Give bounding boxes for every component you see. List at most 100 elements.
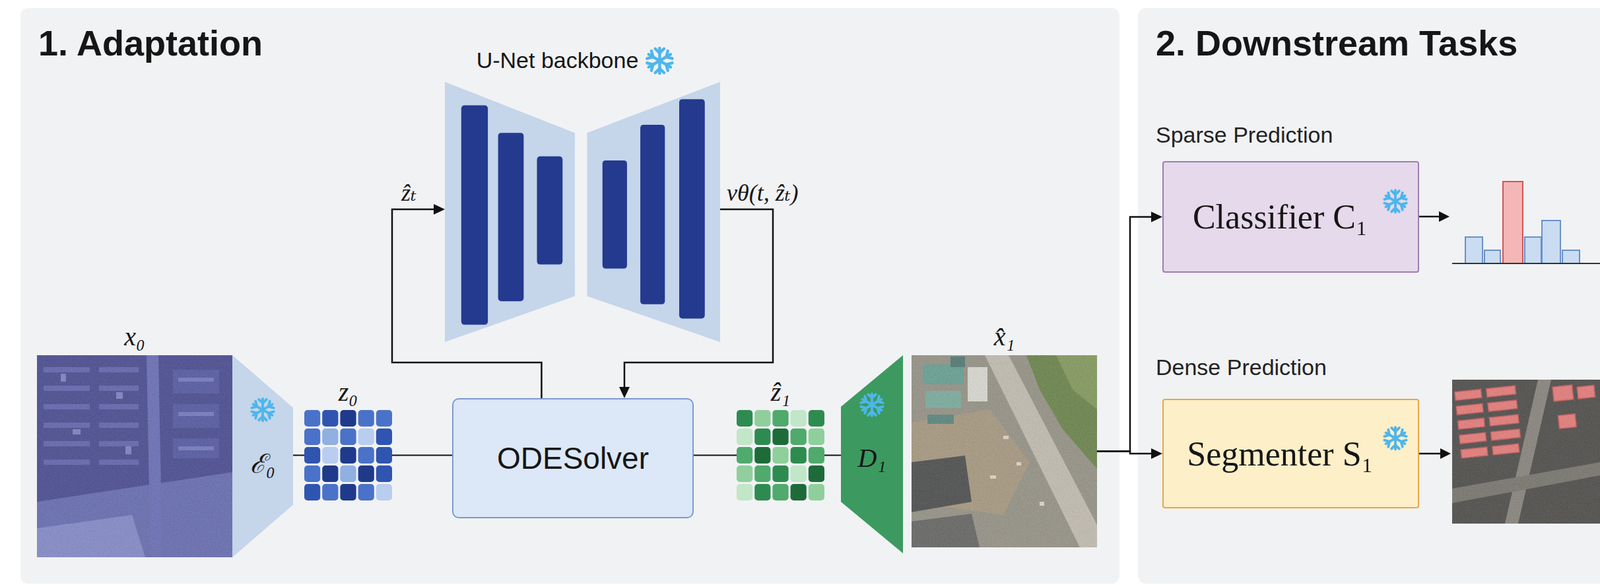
latent-cell — [808, 446, 825, 464]
section-label: Dense Prediction — [1155, 354, 1327, 381]
unet-layer — [679, 99, 705, 319]
trapezoid — [232, 355, 294, 558]
latent-grid: z₀ — [304, 409, 393, 501]
segmentation-output — [1452, 379, 1600, 524]
source-image — [36, 355, 233, 558]
frozen-icon — [1383, 427, 1407, 449]
latent-cell — [808, 483, 825, 501]
class-histogram — [1438, 211, 1450, 222]
section-label: Sparse Prediction — [1155, 122, 1333, 148]
arrow-head — [1151, 448, 1163, 459]
latent-label: z₀ — [304, 376, 393, 408]
block-label: U-Net backbone — [476, 47, 639, 74]
latent-cell — [790, 428, 807, 445]
latent-cell — [304, 446, 321, 464]
block-symbol: D₁ — [840, 442, 903, 474]
latent-cell — [376, 428, 393, 445]
latent-cell — [339, 446, 356, 464]
arrow-head — [1151, 211, 1163, 223]
latent-cell — [754, 465, 771, 482]
latent-cell — [339, 465, 356, 482]
decoder-block: D₁ — [840, 355, 903, 554]
unet-shape — [444, 81, 721, 342]
unet-block: U-Net backbone — [444, 81, 721, 342]
latent-cell — [304, 409, 321, 427]
encoder-block: ℰ₀ — [232, 355, 294, 558]
connector — [693, 454, 737, 456]
latent-cell — [358, 409, 375, 427]
connector-line — [824, 454, 841, 457]
latent-cell — [339, 428, 356, 445]
latent-cell — [772, 446, 789, 464]
class-histogram — [1419, 181, 1600, 264]
segmenter-box: Segmenter S₁ — [1162, 398, 1420, 509]
latent-grid-shape — [304, 409, 393, 501]
latent-cell — [304, 483, 321, 501]
frozen-icon — [860, 393, 884, 416]
connector-line — [1097, 217, 1153, 452]
segmentation-output — [1440, 448, 1451, 459]
latent-cell — [358, 428, 375, 445]
unet-layer — [498, 132, 525, 301]
connector — [1097, 211, 1163, 452]
connector — [392, 454, 453, 456]
latent-cell — [736, 428, 753, 445]
box-text: ODESolver — [497, 440, 649, 476]
latent-cell — [772, 483, 789, 501]
connector-line — [624, 209, 773, 389]
adapted-image — [911, 355, 1098, 548]
class-histogram — [1562, 250, 1580, 264]
latent-cell — [358, 465, 375, 482]
latent-cell — [339, 409, 356, 427]
latent-label: ẑ₁ — [736, 376, 825, 408]
latent-cell — [358, 446, 375, 464]
class-histogram — [1419, 215, 1440, 218]
image-label: x̂₁ — [911, 321, 1098, 352]
output-image: x̂₁ — [911, 355, 1098, 548]
latent-cell — [736, 446, 753, 464]
latent-cell — [322, 428, 338, 445]
latent-cell — [808, 465, 825, 482]
latent-cell — [736, 409, 753, 427]
latent-cell — [772, 465, 789, 482]
edge-label: ẑₜ — [398, 178, 420, 207]
source-image — [36, 355, 233, 558]
frozen-icon — [251, 398, 275, 421]
panel-title: 1. Adaptation — [38, 22, 263, 64]
latent-cell — [790, 465, 807, 482]
block-symbol: ℰ₀ — [232, 444, 294, 481]
classifier-box: Classifier C₁ — [1162, 161, 1420, 273]
arrow-head — [619, 386, 630, 399]
connector — [619, 209, 773, 399]
segmentation-output — [1452, 379, 1600, 524]
class-histogram — [1502, 181, 1523, 264]
unet-layer — [640, 124, 665, 305]
adapted-image — [911, 355, 1098, 548]
unet-layer — [461, 105, 488, 325]
connector-line — [293, 454, 305, 457]
connector-line — [693, 454, 737, 457]
latent-grid-shape — [736, 409, 825, 501]
panel-title: 2. Downstream Tasks — [1155, 22, 1518, 64]
latent-cell — [322, 409, 338, 427]
source-image — [36, 355, 233, 558]
frozen-icon-holder — [444, 81, 446, 83]
latent-cell — [790, 409, 807, 427]
latent-cell — [754, 409, 771, 427]
latent-cell — [376, 446, 393, 464]
latent-cell — [808, 428, 825, 445]
connector-line — [392, 454, 453, 457]
connector — [824, 454, 841, 456]
adapted-image — [911, 355, 1098, 548]
latent-cell — [772, 409, 789, 427]
connector — [1097, 448, 1163, 459]
arrow-head — [433, 203, 445, 215]
unet-decoder — [586, 81, 721, 342]
latent-cell — [808, 409, 825, 427]
box-text: Segmenter S₁ — [1186, 434, 1373, 474]
connector-line — [392, 209, 542, 399]
segmentation-output — [1419, 377, 1600, 524]
latent-cell — [376, 465, 393, 482]
edge-label: vθ(t, ẑₜ) — [724, 178, 802, 207]
class-histogram — [1524, 236, 1542, 264]
